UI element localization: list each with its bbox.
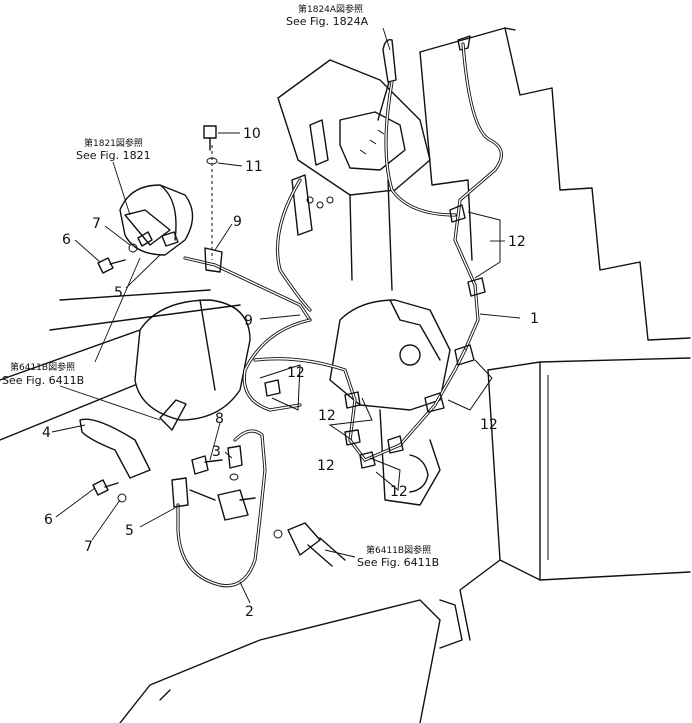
- callout-12-lower-left: 12: [317, 458, 335, 474]
- ref-6411b-left-jp: 第6411B図参照: [10, 361, 75, 373]
- callout-4: 4: [42, 425, 51, 441]
- clamps-12: [259, 204, 501, 491]
- ref-1824a-en: See Fig. 1824A: [286, 15, 369, 28]
- callout-10: 10: [243, 126, 261, 142]
- boom-cylinder: [0, 299, 251, 479]
- bolts-washers: [92, 125, 218, 503]
- fittings: [159, 399, 346, 567]
- callout-11: 11: [245, 159, 263, 175]
- callout-12-mid: 12: [318, 408, 336, 424]
- valve-block: [329, 299, 451, 506]
- hose-upper: [275, 80, 457, 312]
- callout-9-upper: 9: [233, 214, 242, 230]
- callout-12-right: 12: [508, 234, 526, 250]
- callout-1: 1: [530, 311, 539, 327]
- hose-1: [453, 42, 503, 352]
- callout-6-upper: 6: [62, 232, 71, 248]
- ref-1821-jp: 第1821図参照: [84, 137, 143, 149]
- middle-hoses: [242, 318, 467, 462]
- callout-5-upper: 5: [114, 285, 123, 301]
- ref-1824a-jp: 第1824A図参照: [298, 3, 363, 15]
- machine-frame: [119, 27, 691, 723]
- control-panel-assembly: [277, 35, 471, 291]
- callout-6-lower: 6: [44, 512, 53, 528]
- tube-9: [183, 247, 312, 322]
- ref-6411b-bottom-jp: 第6411B図参照: [366, 544, 431, 556]
- callout-7-lower: 7: [84, 539, 93, 555]
- callout-7-upper: 7: [92, 216, 101, 232]
- callout-3: 3: [212, 444, 221, 460]
- ref-6411b-left-en: See Fig. 6411B: [2, 374, 84, 387]
- callout-12-mid-left: 12: [287, 365, 305, 381]
- leader-lines: [51, 27, 521, 604]
- callout-5-lower: 5: [125, 523, 134, 539]
- hose-2: [171, 429, 267, 588]
- ref-1821-en: See Fig. 1821: [76, 149, 151, 162]
- callout-2: 2: [245, 604, 254, 620]
- callout-12-lower: 12: [390, 484, 408, 500]
- callout-12-mid-right: 12: [480, 417, 498, 433]
- callout-8: 8: [215, 411, 224, 427]
- callout-9-lower: 9: [244, 313, 253, 329]
- ref-6411b-bottom-en: See Fig. 6411B: [357, 556, 439, 569]
